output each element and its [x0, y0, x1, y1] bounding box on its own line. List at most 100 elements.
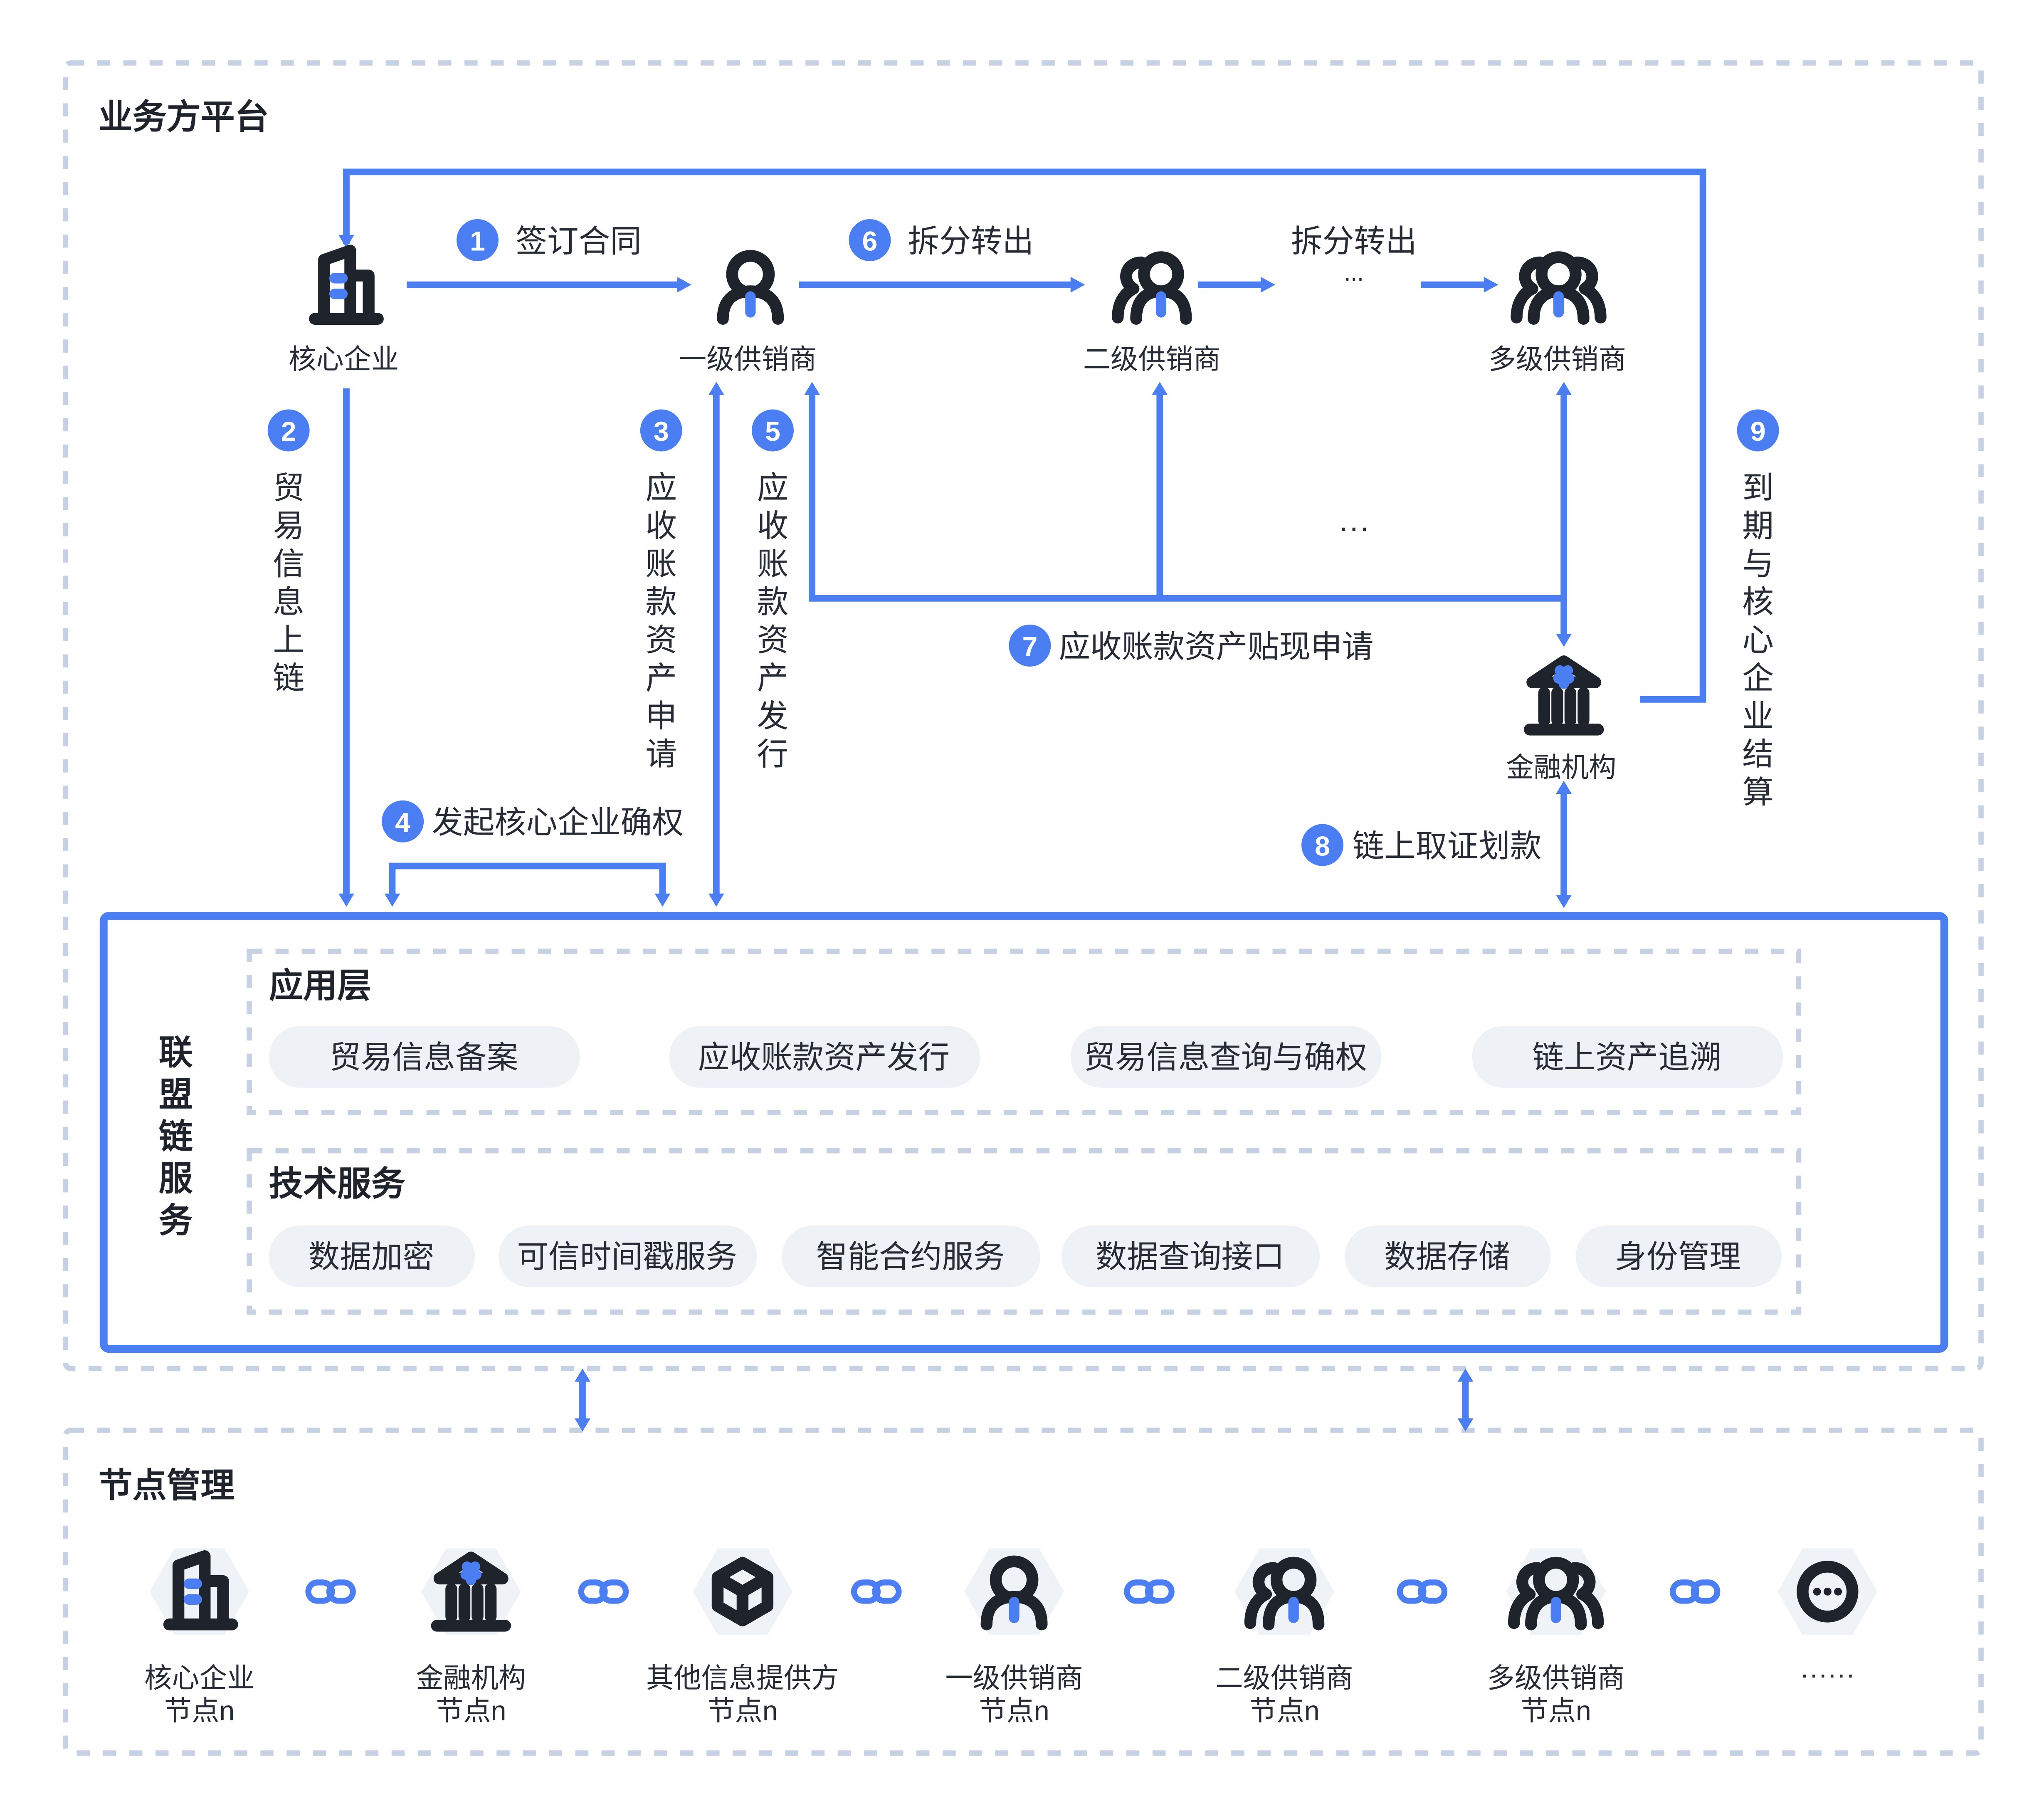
svg-text:数据加密: 数据加密	[309, 1239, 434, 1275]
tech-item: 可信时间戳服务	[499, 1225, 757, 1287]
node-tier1-label: 一级供销商	[679, 344, 817, 375]
step-2-label: 贸 易 信 息 上 链	[273, 470, 304, 696]
node-mgmt-items: 核心企业 节点n 金融机构 节点n 其他信息提供方 节点n 一级供销商 节点n	[144, 1548, 1878, 1727]
node-tier2: 二级供销商	[1083, 257, 1221, 375]
svg-text:3: 3	[654, 416, 669, 447]
node-tier2-label: 二级供销商	[1083, 344, 1221, 375]
step-9-label: 到 期 与 核 心 企 业 结 算	[1742, 470, 1774, 810]
svg-text:账: 账	[645, 546, 677, 582]
node-multi: 多级供销商	[1489, 257, 1626, 375]
platform-title: 业务方平台	[99, 98, 269, 136]
svg-text:其他信息提供方: 其他信息提供方	[646, 1663, 839, 1694]
link-icon	[854, 1582, 899, 1601]
svg-text:期: 期	[1742, 509, 1774, 544]
svg-text:发: 发	[757, 699, 789, 734]
node-core-label: 核心企业	[289, 344, 399, 375]
step-6b-label: 拆分转出	[1291, 224, 1417, 259]
svg-text:一级供销商: 一级供销商	[945, 1663, 1083, 1694]
node-item-more: ······	[1777, 1548, 1878, 1690]
svg-text:服: 服	[159, 1160, 193, 1198]
middle-ellipsis: ···	[1338, 510, 1370, 545]
svg-text:账: 账	[757, 546, 789, 582]
svg-text:二级供销商: 二级供销商	[1215, 1663, 1353, 1694]
svg-text:息: 息	[273, 585, 304, 620]
group-icon	[1517, 257, 1601, 319]
svg-text:链上资产追溯: 链上资产追溯	[1532, 1040, 1721, 1075]
app-layer-items: 贸易信息备案 应收账款资产发行 贸易信息查询与确权 链上资产追溯	[269, 1026, 1783, 1088]
step-4: 4 发起核心企业确权	[382, 800, 684, 843]
svg-text:与: 与	[1742, 546, 1774, 582]
svg-text:数据查询接口: 数据查询接口	[1096, 1239, 1284, 1275]
step-6b-ellipsis: ...	[1344, 260, 1364, 286]
svg-text:上: 上	[273, 623, 304, 658]
svg-text:到: 到	[1742, 470, 1774, 506]
alliance-title: 联 盟 链 服 务	[159, 1034, 193, 1240]
step-6-label: 拆分转出	[908, 224, 1034, 259]
app-item: 应收账款资产发行	[669, 1026, 980, 1088]
svg-text:7: 7	[1022, 632, 1038, 662]
building-icon	[315, 251, 378, 319]
svg-text:节点n: 节点n	[707, 1696, 778, 1727]
svg-text:可信时间戳服务: 可信时间戳服务	[517, 1239, 737, 1275]
svg-text:核: 核	[1742, 585, 1774, 620]
step-6: 6 拆分转出	[849, 219, 1034, 261]
bank-icon	[1530, 661, 1598, 729]
svg-text:多级供销商: 多级供销商	[1487, 1663, 1625, 1694]
svg-text:企: 企	[1742, 661, 1774, 696]
step-1: 1 签订合同	[457, 219, 642, 261]
step-4-label: 发起核心企业确权	[432, 805, 684, 840]
svg-text:业: 业	[1742, 699, 1774, 734]
svg-text:链: 链	[273, 661, 304, 696]
link-icon	[1127, 1582, 1171, 1601]
svg-text:款: 款	[757, 585, 789, 620]
nodes-mgmt-title: 节点管理	[99, 1467, 235, 1505]
svg-text:身份管理: 身份管理	[1615, 1239, 1741, 1275]
node-core: 核心企业	[289, 251, 399, 375]
svg-text:资: 资	[757, 623, 789, 658]
tech-item: 数据加密	[269, 1225, 475, 1287]
svg-text:应: 应	[757, 470, 789, 506]
node-item-multi: 多级供销商 节点n	[1487, 1548, 1625, 1727]
svg-text:1: 1	[470, 226, 485, 257]
svg-text:产: 产	[645, 661, 677, 696]
flow-lines	[338, 168, 1706, 1432]
tech-layer-items: 数据加密 可信时间戳服务 智能合约服务 数据查询接口 数据存储 身份管理	[269, 1225, 1782, 1287]
tech-item: 智能合约服务	[782, 1225, 1041, 1287]
node-item-bank: 金融机构 节点n	[416, 1548, 526, 1727]
svg-text:节点n: 节点n	[164, 1696, 235, 1727]
svg-text:2: 2	[281, 416, 296, 447]
svg-text:算: 算	[1742, 775, 1774, 810]
svg-text:务: 务	[159, 1202, 193, 1240]
tech-item: 数据查询接口	[1061, 1225, 1320, 1287]
step-1-label: 签订合同	[516, 224, 642, 259]
svg-text:行: 行	[757, 737, 789, 772]
step-9: 9 到 期 与 核 心 企 业 结 算	[1737, 409, 1779, 810]
svg-text:联: 联	[159, 1034, 193, 1072]
app-layer-frame	[247, 949, 1802, 1116]
alliance-frame	[99, 912, 1948, 1353]
svg-text:节点n: 节点n	[1249, 1696, 1319, 1727]
step-2: 2 贸 易 信 息 上 链	[267, 409, 310, 696]
step-5-label: 应 收 账 款 资 产 发 行	[757, 470, 789, 772]
svg-text:信: 信	[273, 546, 304, 582]
svg-text:贸易信息备案: 贸易信息备案	[329, 1040, 518, 1075]
svg-text:资: 资	[645, 623, 677, 658]
svg-text:收: 收	[645, 509, 677, 544]
platform-frame	[63, 60, 1984, 1371]
link-icon	[1673, 1582, 1717, 1601]
two-people-icon	[1118, 257, 1186, 319]
person-icon	[723, 256, 778, 319]
svg-text:数据存储: 数据存储	[1384, 1239, 1510, 1275]
app-item: 贸易信息备案	[269, 1026, 580, 1088]
tech-item: 身份管理	[1575, 1225, 1782, 1287]
svg-text:产: 产	[757, 661, 789, 696]
svg-text:心: 心	[1742, 623, 1774, 658]
svg-text:链: 链	[159, 1118, 193, 1156]
svg-text:节点n: 节点n	[1521, 1696, 1591, 1727]
step-6b: 拆分转出 ...	[1291, 224, 1417, 286]
tech-item: 数据存储	[1345, 1225, 1551, 1287]
step-8: 8 链上取证划款	[1301, 824, 1541, 866]
tech-layer-frame	[247, 1148, 1802, 1315]
svg-text:易: 易	[273, 509, 304, 544]
